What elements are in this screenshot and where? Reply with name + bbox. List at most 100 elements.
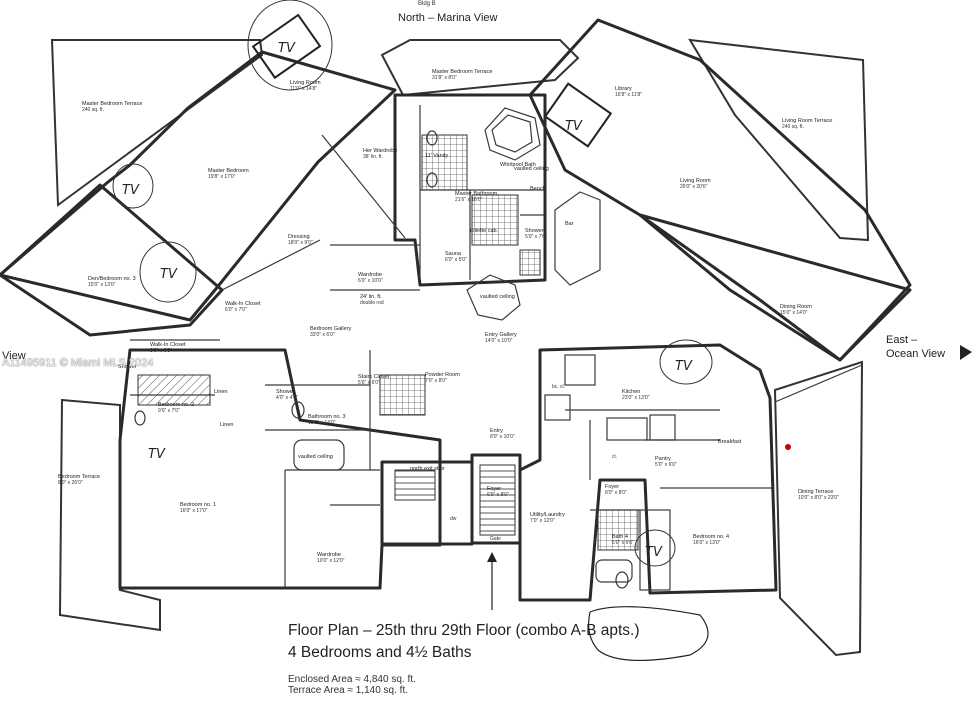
room-name-vaulted-ceiling-bed: vaulted ceiling xyxy=(298,454,333,460)
room-name-toilette-cab: toilette cab. xyxy=(470,228,499,234)
room-dim-living-room: 26'0" x 20'6" xyxy=(680,184,708,190)
tv-label: TV xyxy=(122,183,140,198)
red-marker-dot xyxy=(785,444,791,450)
room-name-walk-in-closet-1: Walk-In Closet xyxy=(225,301,261,307)
room-dim-his-wardrobe: double rod xyxy=(360,300,384,306)
small-label: dw xyxy=(450,516,457,522)
room-dim-sauna: 6'0" x 5'0" xyxy=(445,257,467,263)
room-dim-foyer-1: 6'0" x 8'0" xyxy=(487,492,509,498)
room-dim-bedroom-1: 16'0" x 17'0" xyxy=(180,508,208,514)
room-dim-entry: 8'0" x 10'0" xyxy=(490,434,515,440)
room-name-master-bathroom: Master Bathroom xyxy=(455,191,498,197)
room-name-master-bedroom-terrace-north: Master Bedroom Terrace xyxy=(432,69,492,75)
room-name-dining-terrace: Dining Terrace xyxy=(798,489,833,495)
tv-labels: TV TV TV TV TV TV TV xyxy=(122,41,693,560)
handwritten-marks xyxy=(112,0,972,662)
room-name-master-bedroom-terrace-west: Master Bedroom Terrace xyxy=(82,101,142,107)
room-dim-bath-4: 5'0" x 6'0" xyxy=(612,540,634,546)
terrace-area: Terrace Area ≈ 1,140 sq. ft. xyxy=(288,685,408,696)
small-labels: bc. cl. cl. Gate dw xyxy=(450,384,617,542)
room-dim-den-bedroom-3: 15'0" x 13'0" xyxy=(88,282,116,288)
room-dim-pantry: 5'0" x 6'0" xyxy=(655,462,677,468)
room-dim-utility-laundry: 7'0" x 12'0" xyxy=(530,518,555,524)
room-name-shower-3: Shower xyxy=(276,389,295,395)
room-name-utility-laundry: Utility/Laundry xyxy=(530,512,565,518)
room-name-library: Library xyxy=(615,86,632,92)
room-dim-kitchen: 23'0" x 13'0" xyxy=(622,395,650,401)
tv-label: TV xyxy=(278,41,296,56)
tv-label: TV xyxy=(675,359,693,374)
tv-label: TV xyxy=(565,119,583,134)
room-name-master-bedroom: Master Bedroom xyxy=(208,168,249,174)
room-name-north-exit-stair: north exit stair xyxy=(410,466,445,472)
room-dim-living-room-upper: 11'0" x 14'8" xyxy=(290,86,317,92)
room-dim-living-room-terrace: 240 sq. ft. xyxy=(782,124,804,130)
room-name-living-room-terrace: Living Room Terrace xyxy=(782,118,832,124)
room-name-dressing: Dressing xyxy=(288,234,310,240)
room-name-den-bedroom-3: Den/Bedroom no. 3 xyxy=(88,276,136,282)
east-view-line2: Ocean View xyxy=(886,348,946,360)
room-dim-master-bedroom: 19'8" x 17'0" xyxy=(208,174,236,180)
room-name-bathroom-3: Bathroom no. 3 xyxy=(308,414,346,420)
room-name-vaulted-ceiling-gallery: vaulted ceiling xyxy=(480,294,515,300)
room-dim-master-bedroom-terrace-west: 240 sq. ft. xyxy=(82,107,104,113)
textured-areas xyxy=(137,134,639,551)
room-dim-dining-room: 15'0" x 14'0" xyxy=(780,310,808,316)
room-name-linen-2: Linen xyxy=(220,422,233,428)
room-dim-dining-terrace: 10'0" x 8'0" x 23'0" xyxy=(798,495,839,501)
room-dim-bedroom-terrace: 8'0" x 26'0" xyxy=(58,480,83,486)
tv-label: TV xyxy=(148,447,166,462)
enclosed-area: Enclosed Area ≈ 4,840 sq. ft. xyxy=(288,674,416,685)
room-name-kitchen: Kitchen xyxy=(622,389,640,395)
room-name-her-wardrobe: Her Wardrobe xyxy=(363,148,397,154)
building-tag: Bldg B xyxy=(418,1,436,7)
room-dim-stairs-closet: 5'6" x 6'0" xyxy=(358,380,380,386)
room-name-whirlpool-bath: Whirlpool Bath xyxy=(500,162,536,168)
room-dim-her-wardrobe: 38' lin. ft. xyxy=(363,154,383,160)
room-dim-dressing: 18'0" x 9'0" xyxy=(288,240,313,246)
room-name-entry: Entry xyxy=(490,428,503,434)
room-name-pantry: Pantry xyxy=(655,456,671,462)
room-name-bath-4: Bath 4 xyxy=(612,534,628,540)
room-name-walk-in-closet-2: Walk-In Closet xyxy=(150,342,186,348)
room-name-bedroom-4: Bedroom no. 4 xyxy=(693,534,729,540)
room-dim-master-bathroom: 21'6" x 16'0" xyxy=(455,197,483,203)
room-name-wardrobe-bed1: Wardrobe xyxy=(317,552,341,558)
room-name-living-room: Living Room xyxy=(680,178,711,184)
room-dim-walk-in-closet-2: 8'0" x 6'0" xyxy=(150,348,172,354)
room-name-living-room-upper: Living Room xyxy=(290,80,321,86)
caption-title: Floor Plan – 25th thru 29th Floor (combo… xyxy=(288,622,640,639)
west-view-label: View xyxy=(2,350,26,362)
small-label: cl. xyxy=(612,454,617,460)
room-name-dining-room: Dining Room xyxy=(780,304,812,310)
room-dim-shower-master: 5'0" x 7'6" xyxy=(525,234,547,240)
plan-caption: Floor Plan – 25th thru 29th Floor (combo… xyxy=(288,620,808,664)
room-name-bedroom-2: Bedroom no. 2 xyxy=(158,402,194,408)
small-label: bc. cl. xyxy=(552,384,565,390)
tv-label: TV xyxy=(645,545,663,560)
room-dim-foyer-2: 8'0" x 8'0" xyxy=(605,490,627,496)
tv-label: TV xyxy=(160,267,178,282)
room-name-sauna: Sauna xyxy=(445,251,462,257)
room-dim-bedroom-gallery: 33'0" x 6'0" xyxy=(310,332,335,338)
room-name-bench: Bench xyxy=(530,186,546,192)
room-dim-master-bedroom-terrace-north: 31'8" x 8'0" xyxy=(432,75,457,81)
room-name-bedroom-1: Bedroom no. 1 xyxy=(180,502,216,508)
small-label: Gate xyxy=(490,536,501,542)
room-dim-bedroom-4: 16'0" x 13'0" xyxy=(693,540,721,546)
east-view-line1: East – xyxy=(886,334,918,346)
caption-subtitle: 4 Bedrooms and 4½ Baths xyxy=(288,644,472,661)
room-name-stairs-closet: Stairs Closet xyxy=(358,374,390,380)
room-name-vaulted-ceiling-bath: vaulted ceiling xyxy=(514,166,549,172)
east-view-label: East – Ocean View xyxy=(886,333,945,361)
room-name-bar: Bar xyxy=(565,221,574,227)
room-dim-library: 16'8" x 11'8" xyxy=(615,92,642,98)
terraces xyxy=(50,38,870,657)
room-name-his-wardrobe: 24' lin. ft. xyxy=(360,294,382,300)
room-name-foyer-1: Foyer xyxy=(487,486,501,492)
room-dim-bedroom-2: 9'0" x 7'0" xyxy=(158,408,180,414)
room-dim-powder-room: 7'0" x 8'0" xyxy=(425,378,447,384)
room-dim-wardrobe-master: 6'0" x 10'0" xyxy=(358,278,383,284)
